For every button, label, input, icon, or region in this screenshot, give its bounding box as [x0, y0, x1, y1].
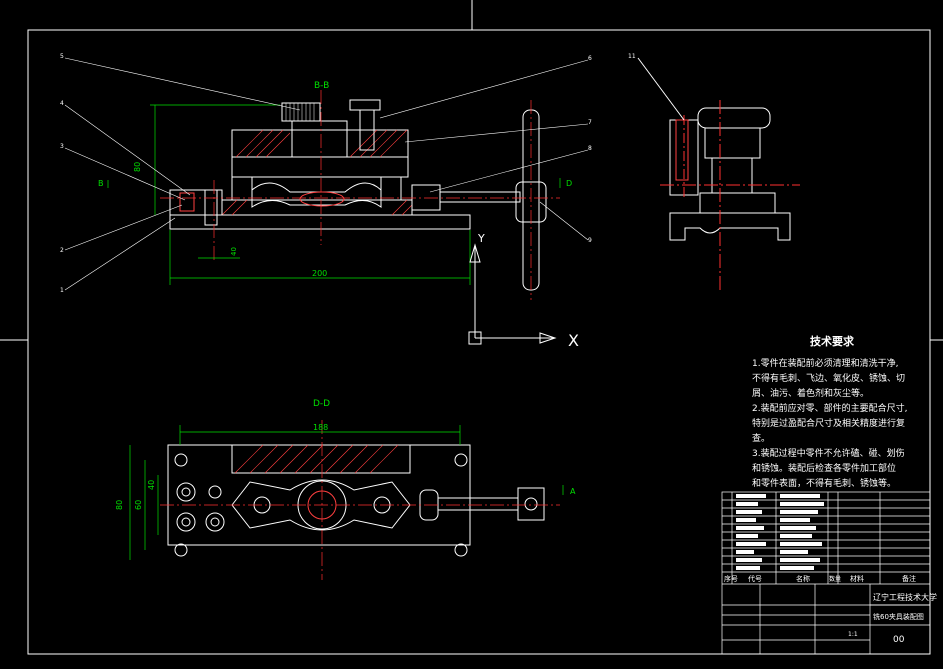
col-seq: 序号 — [724, 574, 738, 583]
tech-requirements-title: 技术要求 — [810, 335, 854, 348]
parts-list-fill — [736, 494, 824, 570]
balloon-1: 1 — [60, 287, 64, 294]
dim-length-plan: 188 — [313, 423, 328, 432]
dim-small: 40 — [230, 247, 238, 256]
tech-req-line: 屑、油污、着色剂和灰尘等。 — [752, 389, 870, 399]
balloon-7: 7 — [588, 119, 592, 126]
tech-req-line: 查。 — [752, 434, 771, 444]
view-marker-left: B — [98, 179, 104, 188]
front-section-view: B-B — [60, 53, 592, 350]
plan-view: D-D — [115, 399, 576, 580]
section-label-top: B-B — [314, 81, 329, 91]
title-scale: 1:1 — [848, 631, 858, 638]
balloon-3: 3 — [60, 143, 64, 150]
dim-plan-mid: 60 — [134, 500, 143, 510]
title-drawing-name: 铣60夹具装配图 — [873, 612, 924, 621]
tech-req-line: 不得有毛刺、飞边、氧化皮、锈蚀、切 — [752, 374, 906, 384]
dim-plan-outer: 80 — [115, 500, 124, 510]
col-remark: 备注 — [902, 574, 916, 583]
balloon-6: 6 — [588, 55, 592, 62]
axis-y-label: Y — [477, 232, 485, 245]
col-code: 代号 — [748, 574, 762, 583]
balloon-4: 4 — [60, 100, 64, 107]
tech-req-line: 和锈蚀。装配后检查各零件加工部位 — [752, 464, 897, 474]
balloon-11: 11 — [628, 53, 636, 60]
dim-height-front: 80 — [133, 162, 142, 172]
section-label-bottom: D-D — [313, 399, 330, 409]
drawing-border — [27, 29, 931, 655]
tech-req-line: 特别是过盈配合尺寸及相关精度进行复 — [752, 419, 906, 429]
balloon-8: 8 — [588, 145, 592, 152]
title-school: 辽宁工程技术大学 — [873, 592, 937, 602]
tech-req-line: 2.装配前应对零、部件的主要配合尺寸, — [752, 404, 908, 414]
view-marker-bottom: A — [570, 487, 576, 496]
balloon-2: 2 — [60, 247, 64, 254]
parts-list — [721, 491, 931, 655]
tech-req-line: 1.零件在装配前必须清理和清洗干净, — [752, 359, 899, 369]
ucs-icon — [468, 243, 557, 345]
balloon-5: 5 — [60, 53, 64, 60]
col-material: 材料 — [850, 574, 864, 583]
axis-x-label: X — [568, 331, 579, 350]
view-marker-right: D — [566, 179, 572, 188]
side-view — [637, 57, 800, 290]
balloon-9: 9 — [588, 237, 592, 244]
col-qty: 数量 — [829, 575, 841, 583]
tech-req-line: 3.装配过程中零件不允许磕、碰、划伤 — [752, 449, 905, 459]
tech-requirements: 技术要求 1.零件在装配前必须清理和清洗干净, 不得有毛刺、飞边、氧化皮、锈蚀、… — [752, 334, 932, 492]
tech-req-line: 和零件表面，不得有毛刺、锈蚀等。 — [752, 479, 897, 489]
dim-length-front: 200 — [312, 269, 327, 278]
title-drawing-no: 00 — [893, 635, 905, 645]
col-name: 名称 — [796, 574, 810, 583]
dim-plan-inner: 40 — [147, 480, 156, 490]
